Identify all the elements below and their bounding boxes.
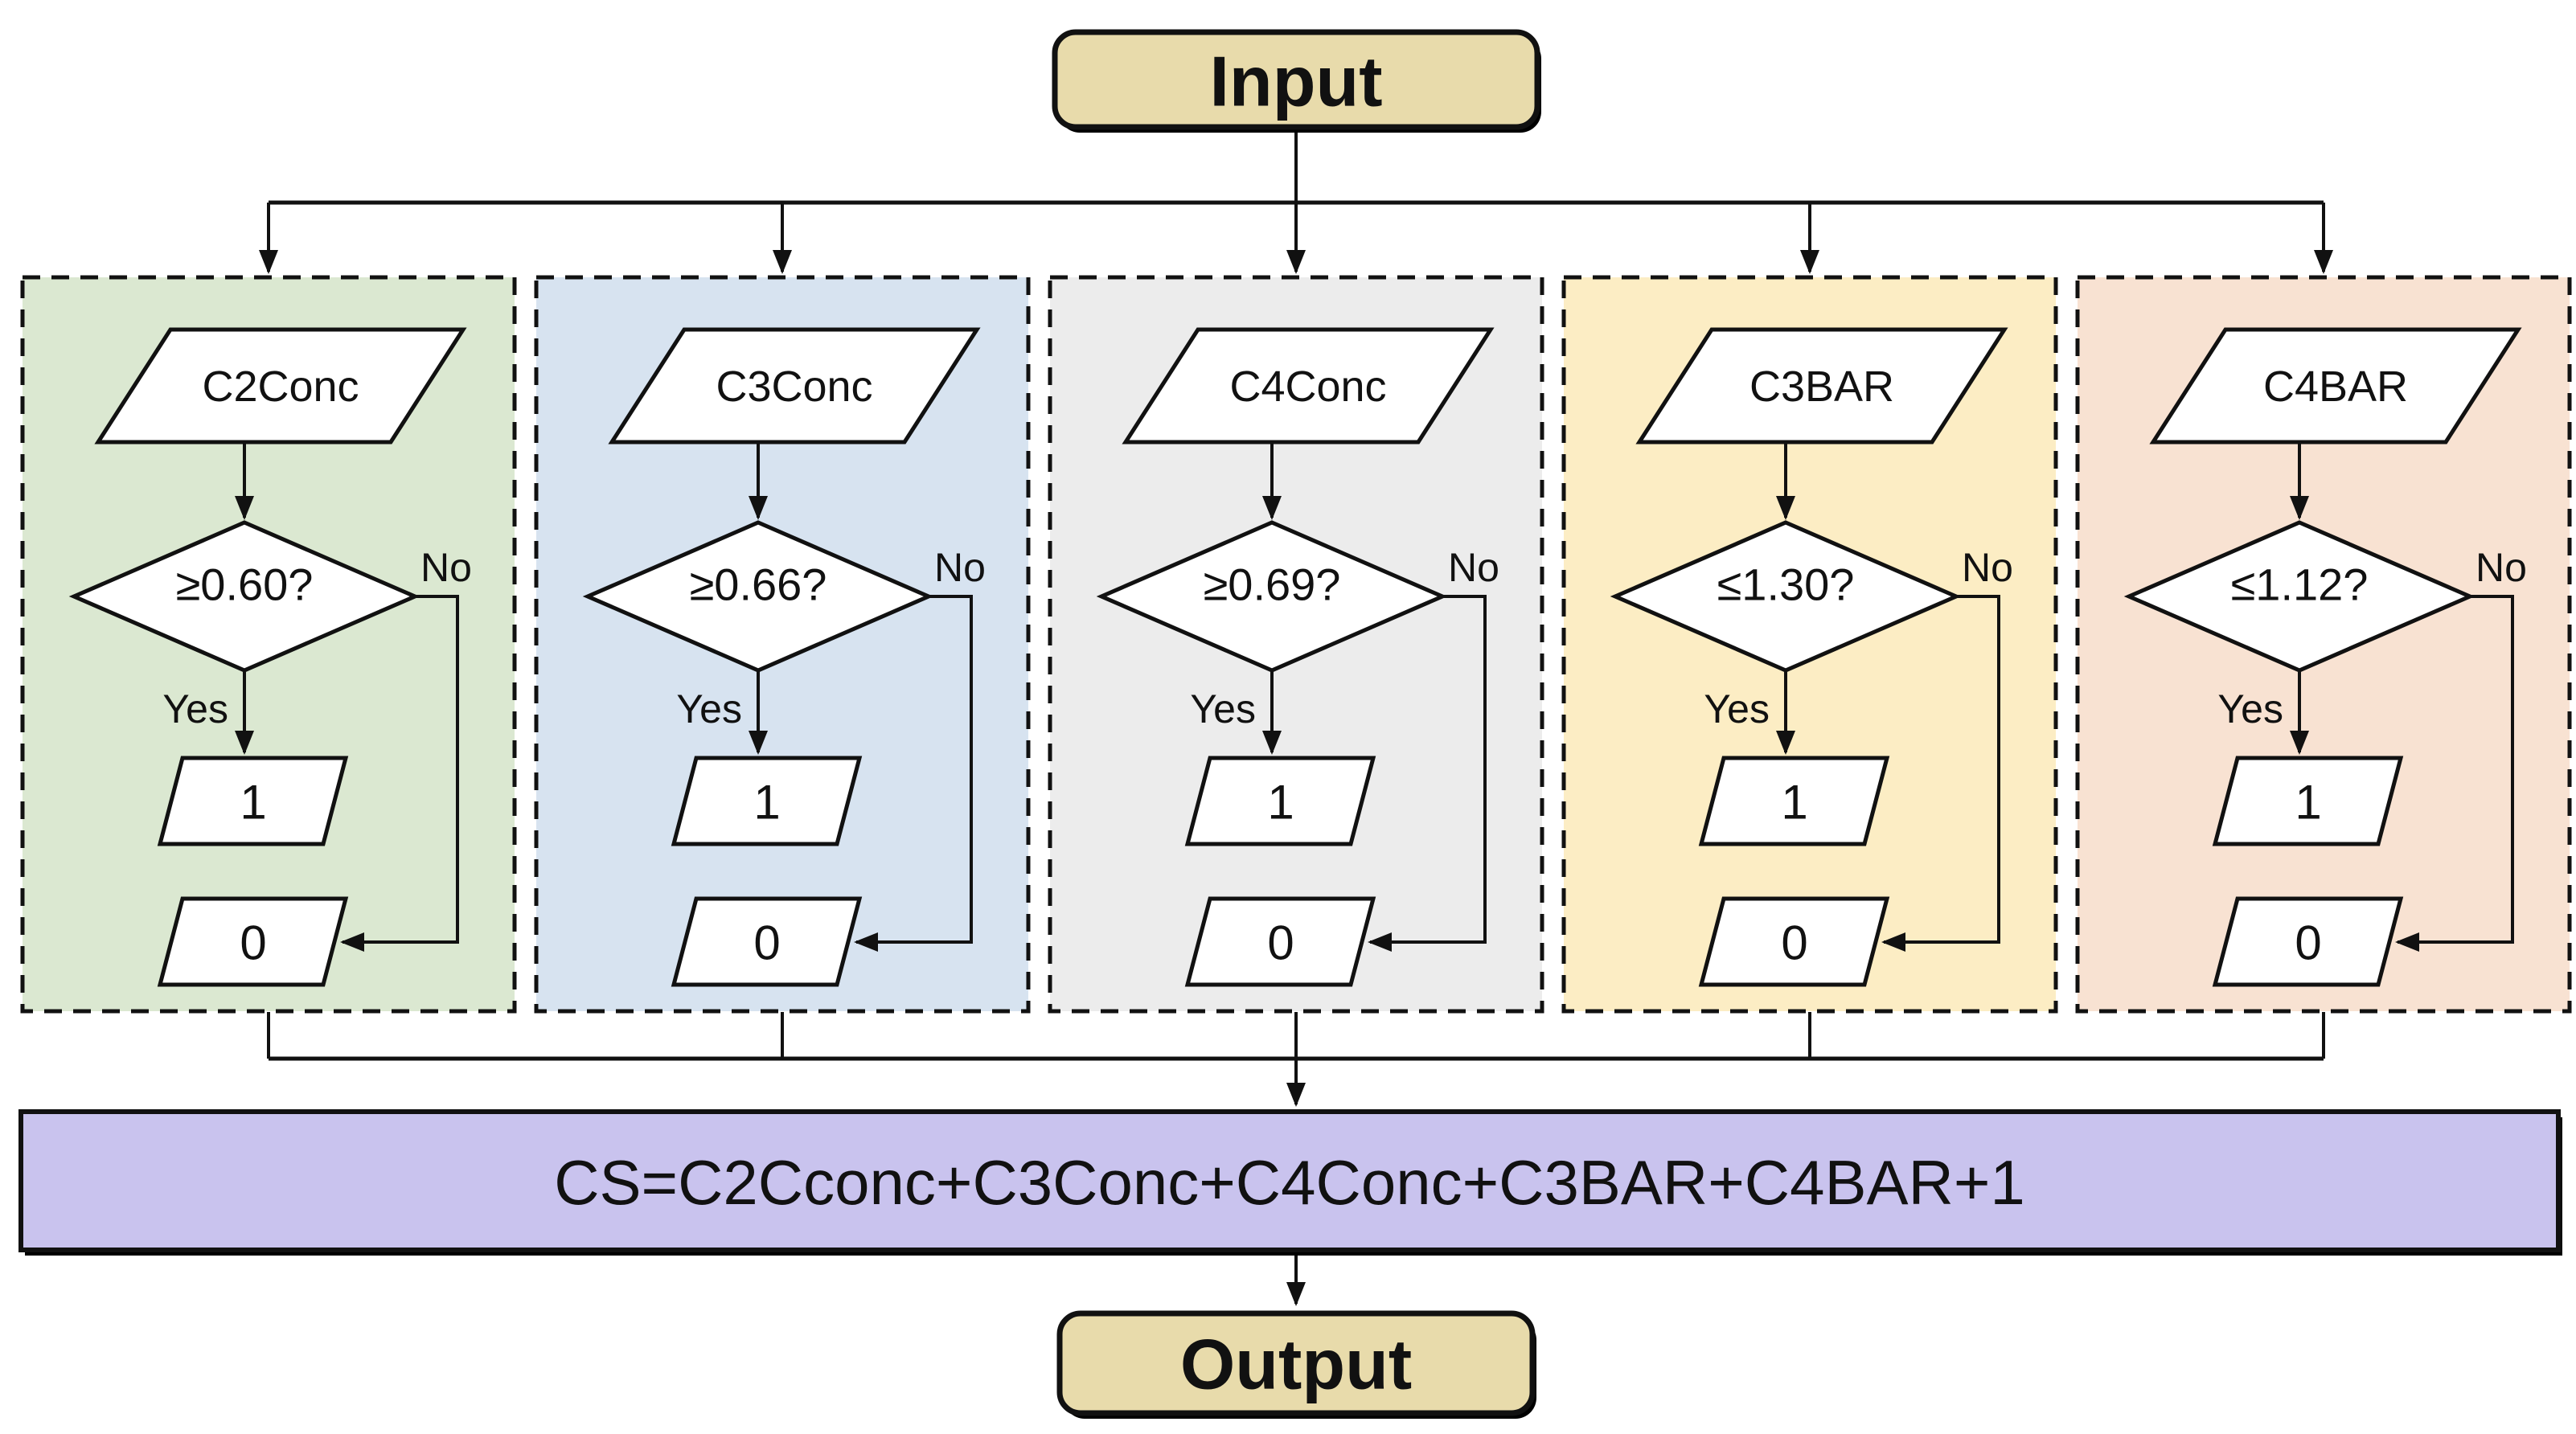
value-0-label: 0 [2295, 916, 2321, 970]
branch-c4conc: C4Conc ≥0.69? No Yes 1 0 [1048, 275, 1544, 1014]
formula-box-rect [18, 1109, 2561, 1252]
value-0-label: 0 [1267, 916, 1294, 970]
value-1-label: 1 [2295, 776, 2321, 830]
decision-diamond [68, 520, 420, 673]
value-1-parallelogram [1184, 756, 1376, 846]
value-1-parallelogram [157, 756, 349, 846]
decision-condition: ≥0.60? [176, 559, 314, 610]
decision-condition: ≤1.30? [1717, 559, 1855, 610]
yes-label: Yes [676, 686, 742, 731]
branch-c2conc: C2Conc ≥0.60? No Yes 1 0 [20, 275, 517, 1014]
arrow-no [1368, 595, 1487, 952]
value-1-parallelogram [1698, 756, 1890, 846]
input-parallelogram-label: C4Conc [1229, 363, 1386, 411]
formula-box: CS=C2Cconc+C3Conc+C4Conc+C3BAR+C4BAR+1 [18, 1109, 2562, 1256]
branch-c4bar: C4BAR ≤1.12? No Yes 1 0 [2075, 275, 2572, 1014]
no-label: No [1448, 545, 1499, 590]
output-terminal: Output [1056, 1310, 1536, 1419]
arrow-no [1881, 595, 2000, 952]
arrow-no [340, 595, 459, 952]
formula-text: CS=C2Cconc+C3Conc+C4Conc+C3BAR+C4BAR+1 [554, 1147, 2025, 1218]
value-0-parallelogram [671, 896, 863, 987]
no-label: No [2476, 545, 2527, 590]
value-1-label: 1 [753, 776, 780, 830]
decision-diamond [1610, 520, 1962, 673]
input-parallelogram [608, 327, 981, 445]
decision-condition: ≤1.12? [2231, 559, 2369, 610]
branch-c3bar: C3BAR ≤1.30? No Yes 1 0 [1561, 275, 2058, 1014]
value-0-parallelogram [157, 896, 349, 987]
value-0-parallelogram [2212, 896, 2404, 987]
input-terminal-label: Input [1209, 42, 1382, 121]
input-terminal-box [1052, 29, 1540, 130]
input-parallelogram [1122, 327, 1495, 445]
decision-diamond [582, 520, 934, 673]
no-label: No [420, 545, 472, 590]
yes-label: Yes [2217, 686, 2283, 731]
arrow-no [854, 595, 973, 952]
value-1-label: 1 [1267, 776, 1294, 830]
decision-diamond [2123, 520, 2476, 673]
arrow-no [2395, 595, 2514, 952]
input-parallelogram-label: C3Conc [716, 363, 872, 411]
value-1-parallelogram [671, 756, 863, 846]
fanout-connectors [259, 129, 2333, 274]
input-parallelogram-label: C3BAR [1749, 363, 1894, 411]
value-0-label: 0 [1781, 916, 1807, 970]
value-0-label: 0 [240, 916, 266, 970]
value-0-parallelogram [1698, 896, 1890, 987]
output-terminal-label: Output [1180, 1325, 1412, 1404]
converge-connectors [267, 1012, 2325, 1306]
decision-condition: ≥0.69? [1204, 559, 1341, 610]
output-terminal-box [1056, 1310, 1536, 1416]
value-1-label: 1 [1781, 776, 1807, 830]
input-parallelogram-label: C2Conc [202, 363, 359, 411]
value-0-parallelogram [1184, 896, 1376, 987]
no-label: No [934, 545, 986, 590]
no-label: No [1962, 545, 2013, 590]
decision-condition: ≥0.66? [690, 559, 827, 610]
yes-label: Yes [1704, 686, 1770, 731]
input-parallelogram [1635, 327, 2008, 445]
decision-diamond [1096, 520, 1448, 673]
yes-label: Yes [1190, 686, 1256, 731]
yes-label: Yes [162, 686, 228, 731]
input-parallelogram [2149, 327, 2522, 445]
input-terminal: Input [1052, 29, 1541, 133]
value-1-label: 1 [240, 776, 266, 830]
value-1-parallelogram [2212, 756, 2404, 846]
value-0-label: 0 [753, 916, 780, 970]
branch-c3conc: C3Conc ≥0.66? No Yes 1 0 [534, 275, 1031, 1014]
input-parallelogram-label: C4BAR [2263, 363, 2408, 411]
input-parallelogram [94, 327, 467, 445]
